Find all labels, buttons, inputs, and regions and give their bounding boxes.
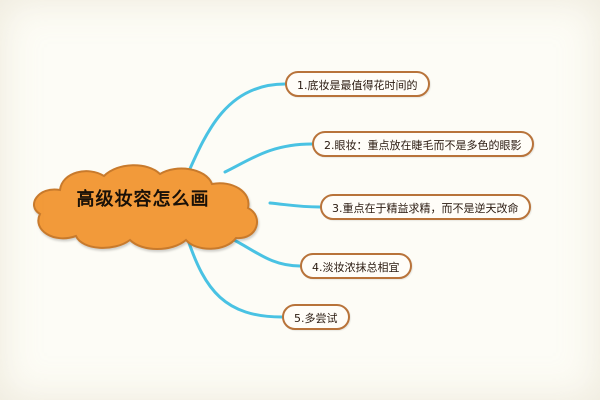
- connector-4: [228, 236, 302, 268]
- branch-node-4[interactable]: 4.淡妆浓抹总相宜: [300, 253, 412, 279]
- root-topic-title: 高级妆容怎么画: [76, 189, 210, 210]
- root-cloud-shape: [33, 164, 258, 250]
- connector-5: [186, 238, 284, 319]
- connector-3: [268, 201, 322, 209]
- branch-node-5[interactable]: 5.多尝试: [282, 304, 350, 330]
- cloud-outline: [33, 164, 258, 250]
- branch-node-1[interactable]: 1.底妆是最值得花时间的: [285, 71, 430, 97]
- connector-1: [183, 82, 287, 182]
- connector-2: [223, 142, 314, 174]
- branch-node-2[interactable]: 2.眼妆：重点放在睫毛而不是多色的眼影: [312, 131, 534, 157]
- branch-node-3[interactable]: 3.重点在于精益求精，而不是逆天改命: [320, 194, 531, 220]
